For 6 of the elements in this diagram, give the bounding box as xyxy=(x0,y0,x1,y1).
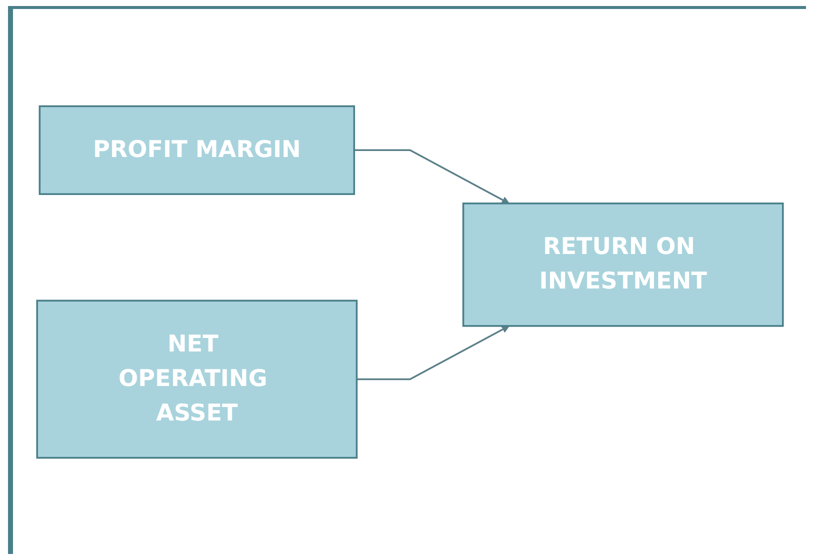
arrow xyxy=(354,148,509,204)
node-box xyxy=(38,104,355,194)
node-box xyxy=(36,299,358,458)
arrow xyxy=(356,325,509,380)
slide-frame: PROFIT MARGIN NET OPERATING ASSET RETURN ON INVESTMENT xyxy=(8,6,806,554)
node-box xyxy=(462,202,784,326)
